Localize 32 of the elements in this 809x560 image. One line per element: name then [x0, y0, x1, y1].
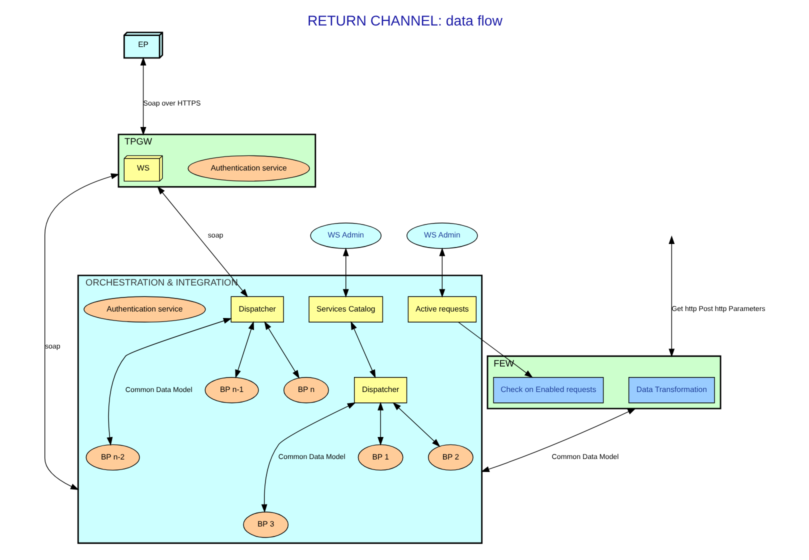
node-ellipse: Authentication service [187, 155, 310, 182]
node-box: Data Transformation [628, 377, 714, 404]
arrow [260, 402, 356, 513]
node-ellipse: BP 3 [242, 512, 288, 538]
node-ellipse: BP n-2 [85, 444, 140, 471]
arrow [377, 402, 384, 446]
node-ellipse: BP n-1 [204, 377, 258, 404]
node-box: Active requests [407, 296, 476, 322]
arrow [140, 56, 146, 136]
arrow [342, 248, 348, 298]
arrow [156, 186, 248, 298]
arrow [264, 321, 300, 379]
node-ellipse: WS Admin [310, 222, 381, 249]
node-box: Dispatcher [230, 296, 284, 322]
arrow [44, 173, 120, 490]
arrow [234, 321, 254, 378]
diagram-title: RETURN CHANNEL: data flow [306, 13, 502, 30]
node-ellipse: BP 2 [427, 444, 473, 471]
arrow [350, 321, 376, 378]
node-box: Services Catalog [308, 296, 383, 322]
node-ellipse: BP 1 [357, 444, 403, 471]
arrow [438, 248, 445, 298]
node-box: Dispatcher [354, 377, 407, 404]
arrow [480, 408, 636, 472]
arrow [457, 322, 532, 378]
arrow [392, 402, 440, 447]
arrow [106, 318, 232, 446]
node-ellipse: WS Admin [406, 222, 478, 249]
arrow [668, 235, 674, 358]
node-ellipse: BP n [282, 377, 328, 404]
node-box: Check on Enabled requests [492, 377, 604, 404]
node-ellipse: Authentication service [83, 296, 206, 322]
